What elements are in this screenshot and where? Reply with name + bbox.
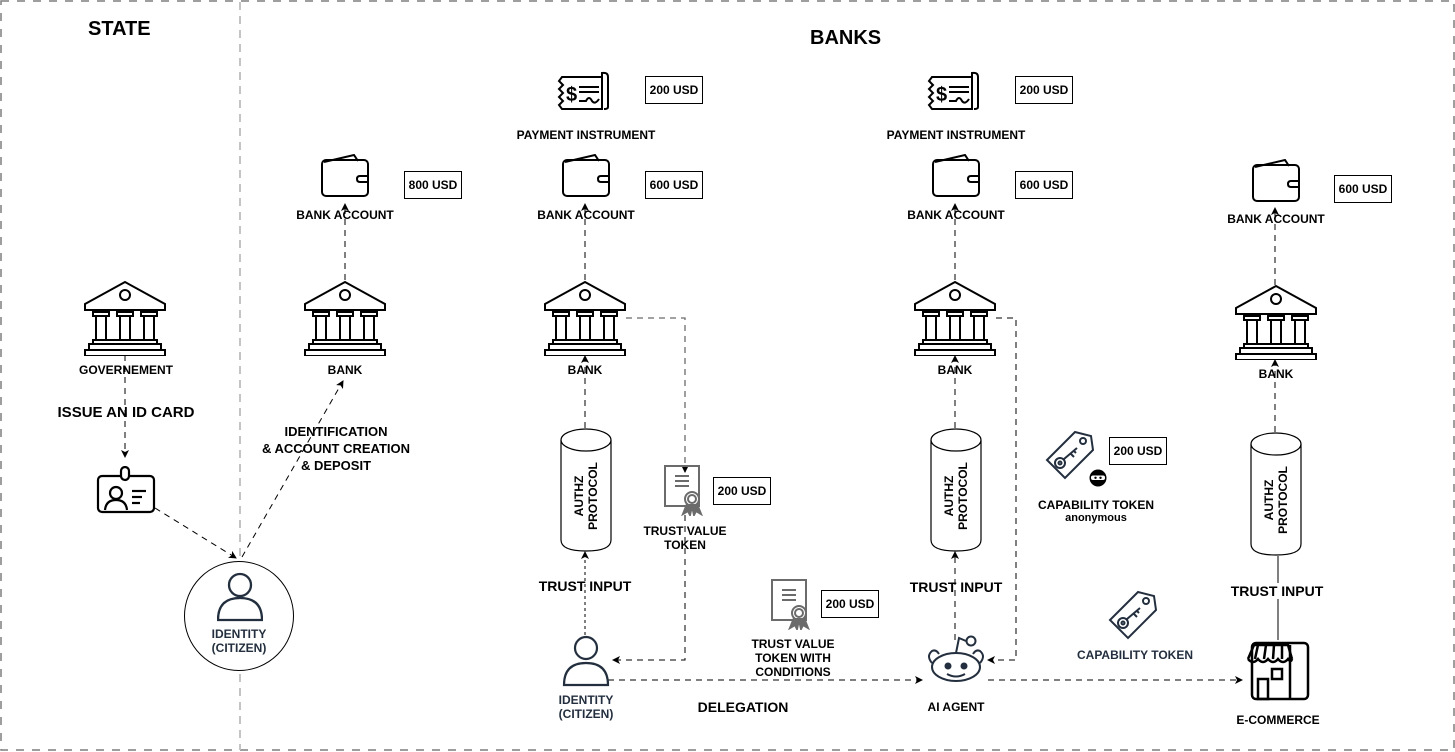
protocol4-text: AUTHZ PROTOCOL bbox=[1262, 450, 1290, 550]
conditions-token-amount: 200 USD bbox=[821, 590, 879, 618]
citizen-label-line1: IDENTITY bbox=[211, 627, 267, 641]
cap-token-anonymous-amount: 200 USD bbox=[1109, 437, 1167, 465]
capability-key-tag-icon bbox=[1045, 430, 1095, 480]
certificate-conditions-token-icon bbox=[771, 579, 810, 630]
conditions-token-line2: TOKEN WITH bbox=[755, 651, 831, 665]
ai-agent-label: AI AGENT bbox=[927, 700, 985, 714]
payment-instrument-check-icon: $ bbox=[927, 71, 979, 110]
svg-text:$: $ bbox=[566, 84, 577, 106]
svg-text:$: $ bbox=[936, 84, 947, 106]
bank2-building-icon bbox=[544, 280, 626, 356]
edge-citizen-to-bank1 bbox=[241, 380, 344, 558]
cylinder-shape bbox=[1250, 432, 1302, 556]
account3-balance: 600 USD bbox=[1015, 171, 1073, 199]
cap-token-anonymous-sublabel: anonymous bbox=[1065, 512, 1127, 524]
bank1-action-line3: & DEPOSIT bbox=[300, 458, 372, 473]
edge-bank3-to-agent bbox=[987, 317, 1017, 664]
wallet-icon bbox=[932, 154, 980, 197]
issue-id-card-label: ISSUE AN ID CARD bbox=[57, 404, 195, 421]
cylinder-shape bbox=[930, 428, 982, 552]
cap-token-label: CAPABILITY TOKEN bbox=[1076, 648, 1193, 662]
user-icon bbox=[217, 572, 263, 622]
protocol4-line2: PROTOCOL bbox=[1276, 466, 1290, 534]
bank2-trust-input-label: TRUST INPUT bbox=[538, 578, 632, 594]
capability-key-tag-icon bbox=[1108, 590, 1158, 640]
bank1-account-label: BANK ACCOUNT bbox=[296, 208, 394, 222]
authz-protocol3-cylinder: AUTHZ PROTOCOL bbox=[930, 428, 982, 552]
citizen-identity-node: IDENTITY (CITIZEN) bbox=[184, 561, 294, 671]
edge-bank2-to-token bbox=[626, 317, 689, 473]
protocol2-line2: PROTOCOL bbox=[586, 462, 600, 530]
ai-agent-robot-icon bbox=[928, 635, 984, 682]
bank2-account-label: BANK ACCOUNT bbox=[537, 208, 635, 222]
bank1-building-icon bbox=[304, 280, 386, 356]
state-section-title: STATE bbox=[88, 18, 151, 40]
ecommerce-label: E-COMMERCE bbox=[1236, 713, 1320, 727]
bank4-label: BANK bbox=[1258, 367, 1294, 381]
edge-idcard-to-citizen bbox=[154, 507, 237, 559]
citizen2-label-line2: (CITIZEN) bbox=[558, 707, 614, 721]
bank1-action-line2: & ACCOUNT CREATION bbox=[261, 441, 411, 456]
id-card-icon bbox=[96, 466, 156, 514]
protocol2-text: AUTHZ PROTOCOL bbox=[572, 446, 600, 546]
protocol3-line2: PROTOCOL bbox=[956, 462, 970, 530]
conditions-token-line3: CONDITIONS bbox=[755, 665, 831, 679]
bank3-building-icon bbox=[914, 280, 996, 356]
conditions-token-line1: TRUST VALUE bbox=[751, 637, 835, 651]
bank1-action-line1: IDENTIFICATION bbox=[284, 424, 388, 439]
cylinder-shape bbox=[560, 428, 612, 552]
ecommerce-store-icon bbox=[1246, 641, 1310, 701]
payment-instrument3-amount: 200 USD bbox=[1015, 76, 1073, 104]
payment-instrument2-amount: 200 USD bbox=[645, 76, 703, 104]
bank4-building-icon bbox=[1235, 284, 1317, 360]
protocol3-text: AUTHZ PROTOCOL bbox=[942, 446, 970, 546]
protocol3-line1: AUTHZ bbox=[942, 475, 956, 517]
authz-protocol4-cylinder: AUTHZ PROTOCOL bbox=[1250, 432, 1302, 556]
government-label: GOVERNEMENT bbox=[78, 363, 173, 377]
bank4-trust-input-label: TRUST INPUT bbox=[1217, 583, 1337, 599]
account4-balance: 600 USD bbox=[1334, 175, 1392, 203]
government-building-icon bbox=[84, 280, 166, 356]
bank1-label: BANK bbox=[327, 363, 363, 377]
bank2-label: BANK bbox=[567, 363, 603, 377]
banks-section-title: BANKS bbox=[810, 27, 882, 49]
payment-instrument-check-icon: $ bbox=[557, 71, 609, 110]
trust-token-label-line1: TRUST VALUE bbox=[643, 524, 727, 538]
trust-token-amount: 200 USD bbox=[713, 477, 771, 505]
delegation-label: DELEGATION bbox=[697, 699, 789, 715]
bank4-account-label: BANK ACCOUNT bbox=[1227, 212, 1325, 226]
bank3-account-label: BANK ACCOUNT bbox=[907, 208, 1005, 222]
anonymous-ninja-icon bbox=[1089, 469, 1107, 487]
citizen-label-line2: (CITIZEN) bbox=[211, 641, 267, 655]
protocol4-line1: AUTHZ bbox=[1262, 479, 1276, 521]
edge-token-to-citizen2 bbox=[612, 515, 686, 664]
certificate-token-icon bbox=[664, 465, 703, 516]
protocol2-line1: AUTHZ bbox=[572, 475, 586, 517]
bank3-trust-input-label: TRUST INPUT bbox=[909, 579, 1003, 595]
wallet-icon bbox=[321, 154, 369, 197]
wallet-icon bbox=[1252, 159, 1300, 202]
wallet-icon bbox=[562, 154, 610, 197]
citizen2-user-icon bbox=[562, 635, 610, 687]
cap-token-anonymous-label: CAPABILITY TOKEN bbox=[1037, 498, 1154, 512]
trust-token-label-line2: TOKEN bbox=[664, 538, 706, 552]
payment-instrument3-label: PAYMENT INSTRUMENT bbox=[886, 128, 1026, 142]
account1-balance: 800 USD bbox=[404, 171, 462, 199]
bank3-label: BANK bbox=[937, 363, 973, 377]
citizen2-label-line1: IDENTITY bbox=[558, 693, 614, 707]
payment-instrument2-label: PAYMENT INSTRUMENT bbox=[516, 128, 656, 142]
authz-protocol2-cylinder: AUTHZ PROTOCOL bbox=[560, 428, 612, 552]
account2-balance: 600 USD bbox=[645, 171, 703, 199]
